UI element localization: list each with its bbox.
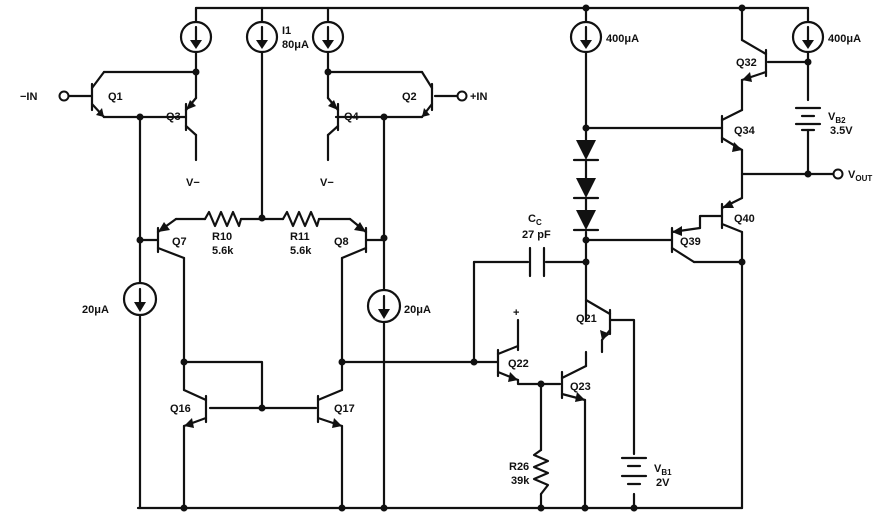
i1-value-label: 80μA [282,39,309,51]
q2-label: Q2 [402,91,417,103]
transistor-q4-icon [326,96,340,137]
junctions [136,4,812,512]
minus-in-label: −IN [20,91,37,103]
transistor-q21-icon [584,298,612,342]
q1-label: Q1 [108,91,123,103]
r10-value-label: 5.6k [212,245,234,257]
plus-in-terminal [456,90,468,102]
wiring [66,6,836,510]
left-20ua-label: 20μA [82,304,109,316]
r10-name-label: R10 [212,231,232,243]
current-source-left-top-icon [179,20,213,54]
r11-name-label: R11 [290,231,310,243]
plus-in-label: +IN [470,91,487,103]
q40-label: Q40 [734,213,755,225]
transistor-q32-icon [740,38,768,82]
r11-value-label: 5.6k [290,245,312,257]
v-minus-right-label: V− [320,177,334,189]
q23-label: Q23 [570,381,591,393]
current-source-right-20ua-icon [366,288,402,324]
q34-label: Q34 [734,125,756,137]
transistor-q39-icon [670,226,702,264]
minus-in-terminal [58,90,70,102]
transistor-q22-icon [496,344,520,382]
vout-terminal [832,168,844,180]
i1-name-label: I1 [282,25,291,37]
current-source-right-top-icon [311,20,345,54]
vb2-name-label: VB2 [828,111,846,125]
q39-label: Q39 [680,236,701,248]
q17-label: Q17 [334,403,355,415]
vb1-value-label: 2V [656,477,670,489]
q16-label: Q16 [170,403,191,415]
r26-value-label: 39k [511,475,530,487]
current-source-i1-icon [245,20,279,54]
r26-name-label: R26 [509,461,529,473]
mid-400ua-label: 400μA [606,33,639,45]
transistor-q23-icon [560,364,588,402]
q4-label: Q4 [344,111,360,123]
q22-label: Q22 [508,358,529,370]
transistor-q7-icon [156,217,186,260]
cc-value-label: 27 pF [522,229,551,241]
right-20ua-label: 20μA [404,304,431,316]
resistor-r26-icon [532,448,550,496]
q21-label: Q21 [576,313,597,325]
cc-name-label: CC [528,213,542,227]
vout-label: VOUT [848,169,872,183]
q7-label: Q7 [172,236,187,248]
transistor-q1-icon [90,70,106,119]
current-source-right-400ua-icon [791,20,825,54]
transistor-q17-icon [316,388,344,428]
resistor-r11-icon [281,210,321,228]
transistor-q2-icon [420,70,434,119]
v-minus-left-label: V− [186,177,200,189]
transistor-q3-icon [184,96,198,137]
q32-label: Q32 [736,57,757,69]
resistor-r10-icon [203,210,243,228]
right-400ua-label: 400μA [828,33,861,45]
transistor-q8-icon [340,217,368,260]
battery-vb1-icon [620,456,648,486]
current-source-left-20ua-icon [122,281,158,317]
q8-label: Q8 [334,236,349,248]
q3-label: Q3 [166,111,181,123]
capacitor-cc-icon [528,246,546,278]
vb1-name-label: VB1 [654,463,672,477]
current-source-mid-400ua-icon [569,20,603,54]
diode-chain-icon [572,140,600,232]
plus-supply-label: + [513,307,519,319]
transistor-q34-icon [720,108,744,152]
battery-vb2-icon [794,106,822,132]
transistor-q16-icon [182,388,208,428]
vb2-value-label: 3.5V [830,125,853,137]
